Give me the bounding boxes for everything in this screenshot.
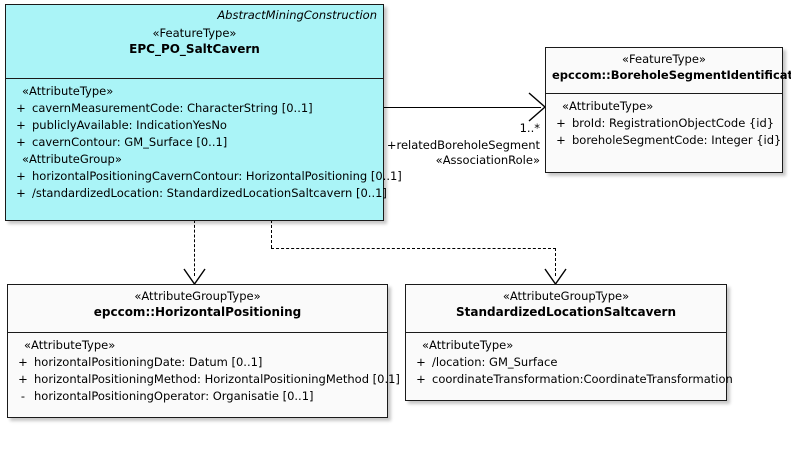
attribute-visibility: - bbox=[20, 389, 26, 403]
attribute-row[interactable]: + broId: RegistrationObjectCode {id} bbox=[550, 115, 778, 132]
attribute-group-label: «AttributeGroup» bbox=[22, 152, 122, 166]
attribute-visibility: + bbox=[18, 372, 28, 386]
attribute-group-label: «AttributeType» bbox=[22, 84, 114, 98]
class-header-epc-po-saltcavern: AbstractMiningConstruction «FeatureType»… bbox=[6, 5, 383, 79]
class-header-borehole-segment-identification: «FeatureType» epccom::BoreholeSegmentIde… bbox=[546, 48, 791, 94]
attribute-row[interactable]: + horizontalPositioningDate: Datum [0..1… bbox=[12, 354, 383, 371]
class-header-standardized-location-saltcavern: «AttributeGroupType» StandardizedLocatio… bbox=[406, 285, 726, 333]
attribute-signature: broId: RegistrationObjectCode {id} bbox=[572, 116, 775, 130]
class-stereotype-label: «AttributeGroupType» bbox=[134, 289, 261, 303]
attribute-visibility: + bbox=[16, 118, 26, 132]
attribute-signature: horizontalPositioningCavernContour: Hori… bbox=[32, 169, 402, 183]
attribute-visibility: + bbox=[18, 355, 28, 369]
attribute-group-label: «AttributeType» bbox=[24, 338, 116, 352]
attribute-group-label: «AttributeType» bbox=[422, 338, 514, 352]
dependency-horizontal-positioning-line[interactable] bbox=[194, 220, 195, 276]
attribute-row[interactable]: + boreholeSegmentCode: Integer {id} bbox=[550, 132, 782, 149]
class-horizontal-positioning[interactable]: «AttributeGroupType» epccom::HorizontalP… bbox=[7, 284, 400, 418]
attribute-row[interactable]: + cavernContour: GM_Surface [0..1] bbox=[10, 134, 379, 151]
attribute-visibility: + bbox=[556, 116, 566, 130]
attribute-row[interactable]: + publiclyAvailable: IndicationYesNo bbox=[10, 117, 379, 134]
association-multiplicity-label: 1..* bbox=[519, 121, 540, 135]
class-name-label: EPC_PO_SaltCavern bbox=[129, 42, 260, 56]
attribute-row[interactable]: + horizontalPositioningCavernContour: Ho… bbox=[10, 168, 402, 185]
attribute-signature: /location: GM_Surface bbox=[432, 355, 558, 369]
class-attributes-borehole-segment-identification: «AttributeType» + broId: RegistrationObj… bbox=[546, 94, 782, 153]
class-context-label: AbstractMiningConstruction bbox=[217, 8, 377, 22]
attribute-visibility: + bbox=[416, 355, 426, 369]
attribute-signature: cavernContour: GM_Surface [0..1] bbox=[32, 135, 228, 149]
association-role-label: +relatedBoreholeSegment bbox=[386, 138, 540, 152]
attribute-group-label: «AttributeType» bbox=[562, 99, 654, 113]
attribute-row[interactable]: + horizontalPositioningMethod: Horizonta… bbox=[12, 371, 400, 388]
attribute-signature: horizontalPositioningOperator: Organisat… bbox=[34, 389, 314, 403]
association-line[interactable] bbox=[383, 107, 541, 109]
attribute-signature: horizontalPositioningDate: Datum [0..1] bbox=[34, 355, 263, 369]
dependency-standardized-location-line-bottom[interactable] bbox=[555, 248, 556, 276]
class-standardized-location-saltcavern[interactable]: «AttributeGroupType» StandardizedLocatio… bbox=[405, 284, 733, 401]
class-stereotype-label: «FeatureType» bbox=[622, 52, 706, 66]
attribute-row[interactable]: + cavernMeasurementCode: CharacterString… bbox=[10, 100, 379, 117]
attribute-signature: cavernMeasurementCode: CharacterString [… bbox=[32, 101, 313, 115]
attribute-signature: boreholeSegmentCode: Integer {id} bbox=[572, 133, 782, 147]
attribute-row[interactable]: + /standardizedLocation: StandardizedLoc… bbox=[10, 185, 387, 202]
dependency-standardized-location-line-mid[interactable] bbox=[271, 248, 556, 249]
class-name-label: epccom::BoreholeSegmentIdentification bbox=[552, 68, 791, 82]
attribute-visibility: + bbox=[16, 101, 26, 115]
attribute-visibility: + bbox=[556, 133, 566, 147]
attribute-row[interactable]: - horizontalPositioningOperator: Organis… bbox=[12, 388, 383, 405]
class-name-label: epccom::HorizontalPositioning bbox=[93, 305, 302, 319]
class-attributes-standardized-location-saltcavern: «AttributeType» + /location: GM_Surface … bbox=[406, 333, 733, 392]
class-header-horizontal-positioning: «AttributeGroupType» epccom::HorizontalP… bbox=[8, 285, 387, 333]
class-borehole-segment-identification[interactable]: «FeatureType» epccom::BoreholeSegmentIde… bbox=[545, 47, 791, 173]
attribute-row[interactable]: + coordinateTransformation:CoordinateTra… bbox=[410, 371, 733, 388]
attribute-signature: /standardizedLocation: StandardizedLocat… bbox=[32, 186, 387, 200]
attribute-row[interactable]: + /location: GM_Surface bbox=[410, 354, 722, 371]
class-attributes-horizontal-positioning: «AttributeType» + horizontalPositioningD… bbox=[8, 333, 400, 409]
class-name-label: StandardizedLocationSaltcavern bbox=[455, 305, 676, 319]
dependency-standardized-location-line-top[interactable] bbox=[271, 220, 272, 248]
attribute-signature: horizontalPositioningMethod: HorizontalP… bbox=[34, 372, 400, 386]
attribute-visibility: + bbox=[16, 135, 26, 149]
class-attributes-epc-po-saltcavern: «AttributeType» + cavernMeasurementCode:… bbox=[6, 79, 402, 206]
attribute-signature: publiclyAvailable: IndicationYesNo bbox=[32, 118, 227, 132]
attribute-visibility: + bbox=[16, 169, 26, 183]
class-epc-po-saltcavern[interactable]: AbstractMiningConstruction «FeatureType»… bbox=[5, 4, 402, 221]
association-stereotype-label: «AssociationRole» bbox=[435, 153, 540, 167]
attribute-visibility: + bbox=[16, 186, 26, 200]
class-stereotype-label: «AttributeGroupType» bbox=[502, 289, 630, 303]
attribute-visibility: + bbox=[416, 372, 426, 386]
attribute-signature: coordinateTransformation:CoordinateTrans… bbox=[432, 372, 733, 386]
class-stereotype-label: «FeatureType» bbox=[152, 26, 237, 40]
